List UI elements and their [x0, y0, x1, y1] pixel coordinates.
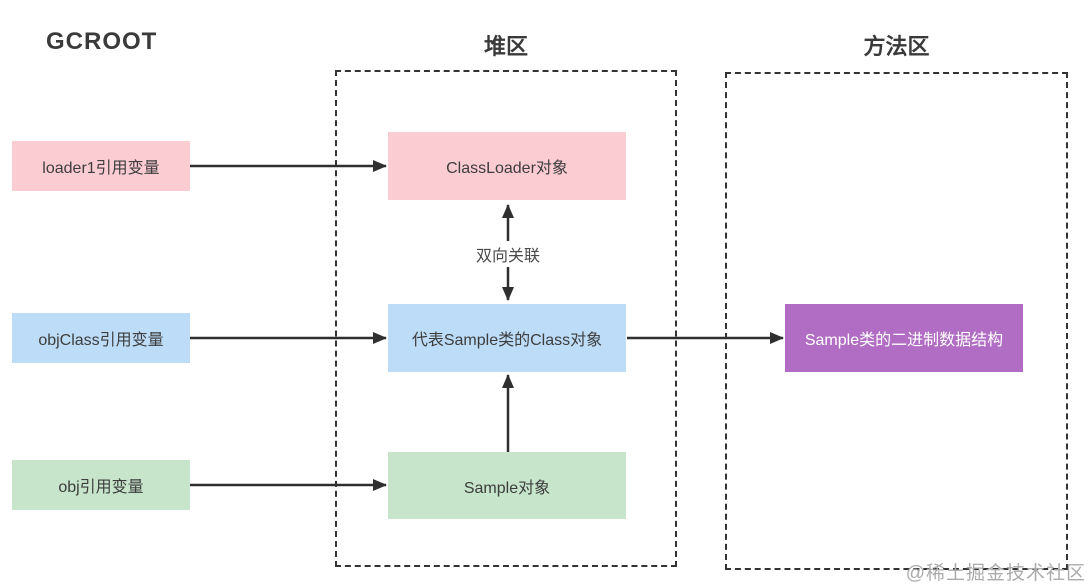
heap-region-dashed-border [335, 70, 677, 567]
node-sample-class-object: 代表Sample类的Class对象 [388, 304, 626, 372]
watermark-text: @稀土掘金技术社区 [905, 563, 1086, 584]
node-loader1-ref-variable: loader1引用变量 [12, 141, 190, 191]
node-classloader-object: ClassLoader对象 [388, 132, 626, 200]
bidirectional-association-label: 双向关联 [469, 241, 547, 267]
method-area-dashed-border [725, 72, 1068, 570]
column-title-heap: 堆区 [483, 34, 528, 59]
column-title-gcroot: GCROOT [46, 28, 158, 55]
node-sample-binary-data-structure: Sample类的二进制数据结构 [785, 304, 1023, 372]
column-title-method-area: 方法区 [863, 34, 930, 59]
node-sample-object: Sample对象 [388, 452, 626, 519]
node-obj-ref-variable: obj引用变量 [12, 460, 190, 510]
node-objclass-ref-variable: objClass引用变量 [12, 313, 190, 363]
